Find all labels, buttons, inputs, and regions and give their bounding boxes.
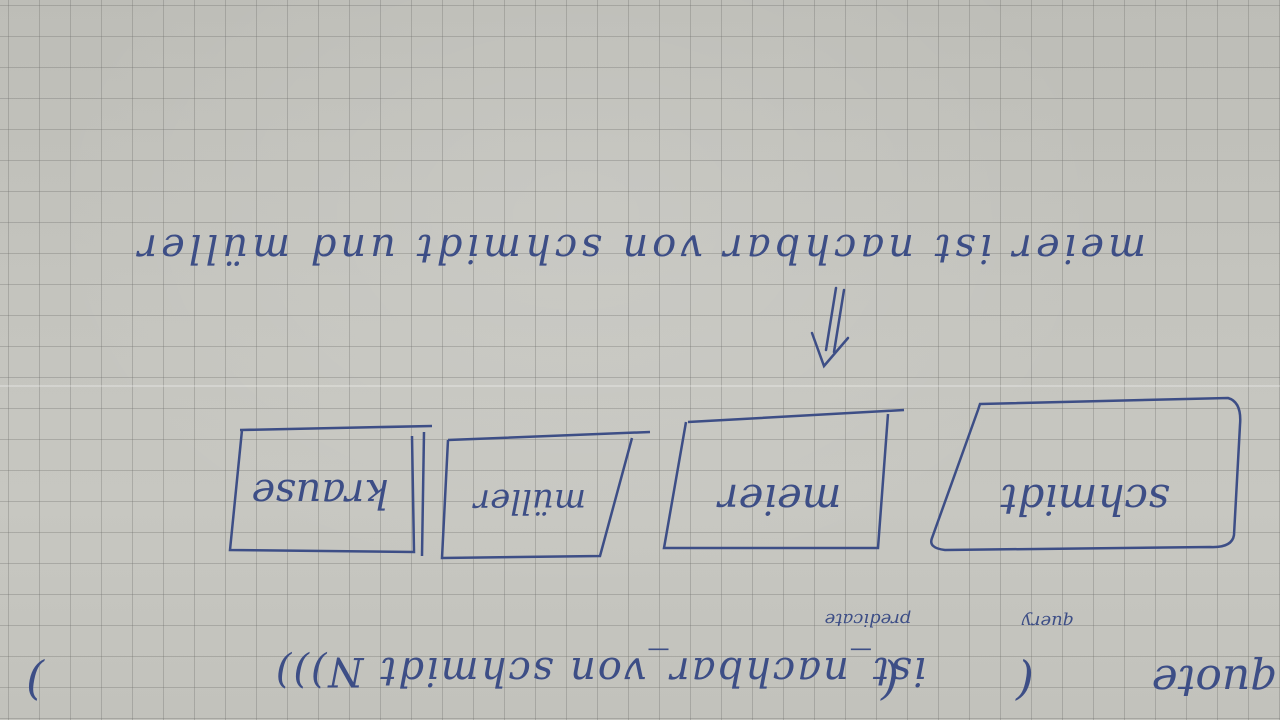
box-mueller-label: müller [472, 481, 586, 521]
down-arrow-icon [810, 286, 850, 369]
box-krause: krause [228, 424, 433, 557]
paper-fold [0, 385, 1280, 387]
code-close-paren: ) [26, 655, 45, 709]
box-mueller: müller [440, 430, 651, 560]
box-schmidt-label: schmidt [1000, 475, 1169, 524]
box-meier-label: meier [716, 475, 842, 524]
box-krause-label: krause [251, 470, 388, 516]
code-open-paren: ( [1015, 655, 1034, 709]
annotation-query: query [1021, 611, 1074, 632]
code-inner-paren: ( [880, 655, 899, 709]
box-schmidt: schmidt [930, 396, 1242, 552]
annotation-predicate: predicate [825, 609, 912, 630]
code-expression: ist_nachbar_von schmidt N))) [274, 648, 927, 694]
box-meier: meier [662, 408, 905, 550]
sentence-text: meier ist nachbar von schmidt und müller [134, 225, 1146, 271]
code-quote: quote [1152, 655, 1279, 706]
